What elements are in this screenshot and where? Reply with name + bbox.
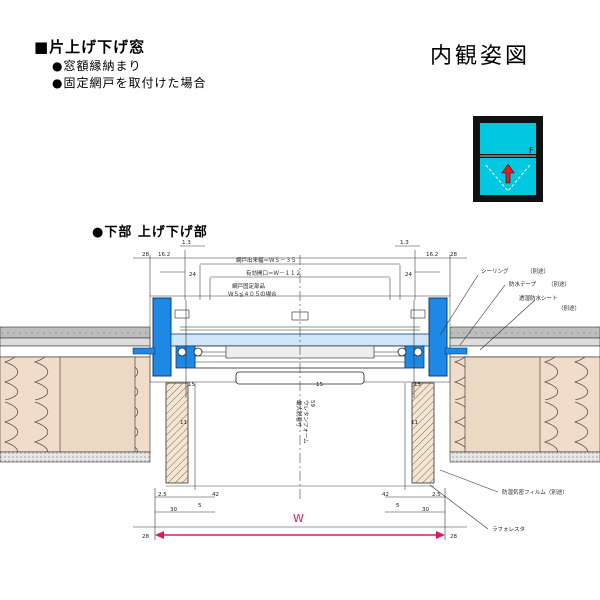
screen-fix-label-1: 網戸固定部品 xyxy=(232,282,266,290)
sealing-separate: （別途） xyxy=(527,267,549,275)
dim-59: 59 xyxy=(309,400,315,407)
dim-11-left: 11 xyxy=(180,420,187,426)
dim-15-center: 15 xyxy=(316,382,323,388)
dim-2-5-right: 2.5 xyxy=(432,492,441,498)
max-dim-label: 最大脱着寸 xyxy=(295,400,303,428)
wall-right xyxy=(449,326,600,463)
dim-5-right: 5 xyxy=(396,503,400,509)
jamb-right xyxy=(411,382,435,484)
dim-28-right: 28 xyxy=(450,252,457,258)
section-label: ●下部 上げ下げ部 xyxy=(92,225,208,240)
jamb-left xyxy=(165,382,189,484)
sealing-label: シーリング xyxy=(481,267,509,275)
subtitle-screen: ●固定網戸を取付けた場合 xyxy=(52,76,207,90)
wall-left xyxy=(0,326,151,463)
moisture-sheet-label: 透湿防水シート xyxy=(519,294,558,302)
dim-1-3-right: 1.3 xyxy=(400,240,409,246)
waterproof-tape-separate: （別途） xyxy=(548,280,570,288)
window-elevation-icon: F xyxy=(473,116,543,202)
dim-28-bottom-right: 28 xyxy=(450,534,457,540)
lath-label: ラフォレスタ xyxy=(492,525,525,533)
dim-16-2-right: 16.2 xyxy=(426,252,438,258)
waterproof-tape-label: 防水テープ xyxy=(509,280,537,288)
dim-30-right: 30 xyxy=(422,507,429,513)
w-arrow-left xyxy=(155,531,164,539)
dim-5-left: 5 xyxy=(198,503,202,509)
dim-28-bottom-left: 28 xyxy=(142,534,149,540)
vapor-film-label: 防湿気密フィルム（別途） xyxy=(502,488,568,496)
dim-42-left: 42 xyxy=(212,492,219,498)
dim-15-left: 15 xyxy=(188,382,195,388)
dim-24-right: 24 xyxy=(405,272,412,278)
dim-1-3-left: 1.3 xyxy=(182,240,191,246)
w-label: W xyxy=(293,512,304,525)
screen-fix-label-2: ＷＳ≦４０５の場合 xyxy=(228,290,277,298)
dim-15-right: 15 xyxy=(414,382,421,388)
dim-28-left: 28 xyxy=(142,252,149,258)
dim-24-left: 24 xyxy=(189,272,196,278)
dim-11-right: 11 xyxy=(411,420,418,426)
dim-2-5-left: 2.5 xyxy=(158,492,167,498)
screen-width-label: 網戸出来幅＝ＷＳ－３５ xyxy=(236,256,297,264)
w-arrow-right xyxy=(436,531,445,539)
dim-16-2-left: 16.2 xyxy=(158,252,170,258)
urethane-label: ウレタンフォーム xyxy=(302,400,310,444)
page-title: ■片上げ下げ窓 xyxy=(34,38,146,56)
dim-30-left: 30 xyxy=(170,507,177,513)
view-label: 内観姿図 xyxy=(430,44,531,69)
subtitle-frame: ●窓額縁納まり xyxy=(52,59,142,73)
moisture-sheet-separate: （別途） xyxy=(558,304,580,312)
dim-42-right: 42 xyxy=(382,492,389,498)
elevation-mark: F xyxy=(529,146,534,155)
effective-opening-label: 有効開口＝Ｗ－１１２ xyxy=(246,269,301,277)
